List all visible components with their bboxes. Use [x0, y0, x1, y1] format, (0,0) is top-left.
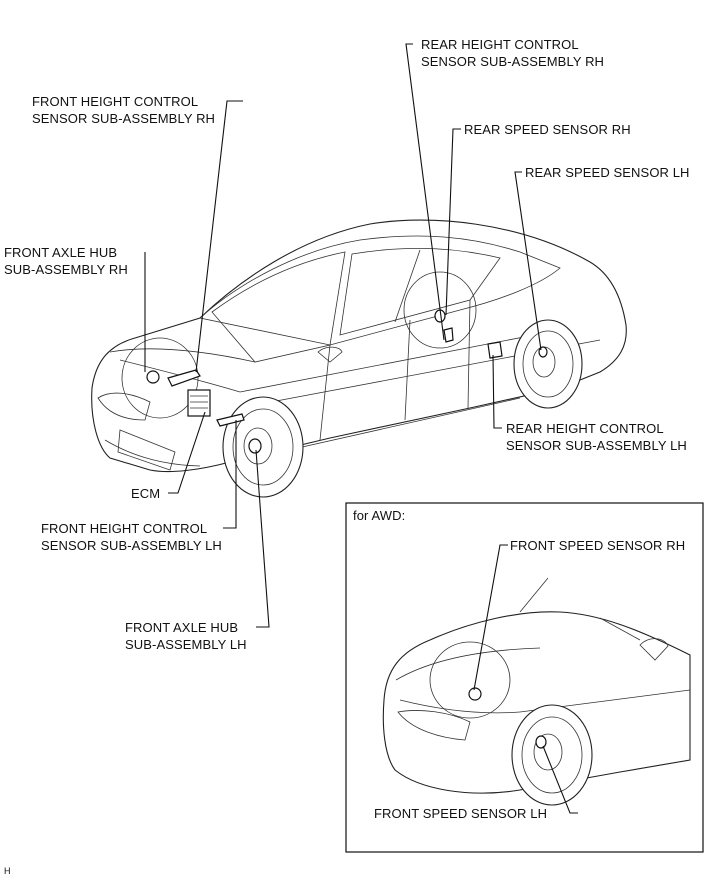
front-speed-sensor-rh-label: FRONT SPEED SENSOR RH [510, 538, 686, 553]
leader-lines [144, 43, 542, 628]
awd-car-illustration [382, 577, 691, 806]
front-height-sensor-rh-label: FRONT HEIGHT CONTROL SENSOR SUB-ASSEMBLY… [32, 94, 216, 126]
awd-leader-lines [473, 544, 578, 814]
rear-speed-sensor-lh-label: REAR SPEED SENSOR LH [525, 165, 690, 180]
awd-inset-frame [345, 502, 704, 853]
rear-height-sensor-rh-label: REAR HEIGHT CONTROL SENSOR SUB-ASSEMBLY … [421, 37, 605, 69]
awd-inset-title: for AWD: [353, 508, 406, 523]
front-axle-hub-lh-label: FRONT AXLE HUB SUB-ASSEMBLY LH [125, 620, 247, 652]
front-axle-hub-rh-label: FRONT AXLE HUB SUB-ASSEMBLY RH [4, 245, 128, 277]
figure-code: H [4, 866, 11, 876]
rear-speed-sensor-rh-label: REAR SPEED SENSOR RH [464, 122, 631, 137]
rear-height-sensor-lh-label: REAR HEIGHT CONTROL SENSOR SUB-ASSEMBLY … [506, 421, 687, 453]
ecm-label: ECM [131, 486, 161, 501]
front-height-sensor-lh-label: FRONT HEIGHT CONTROL SENSOR SUB-ASSEMBLY… [41, 521, 222, 553]
car-illustration [91, 219, 627, 498]
front-speed-sensor-lh-label: FRONT SPEED SENSOR LH [374, 806, 548, 821]
